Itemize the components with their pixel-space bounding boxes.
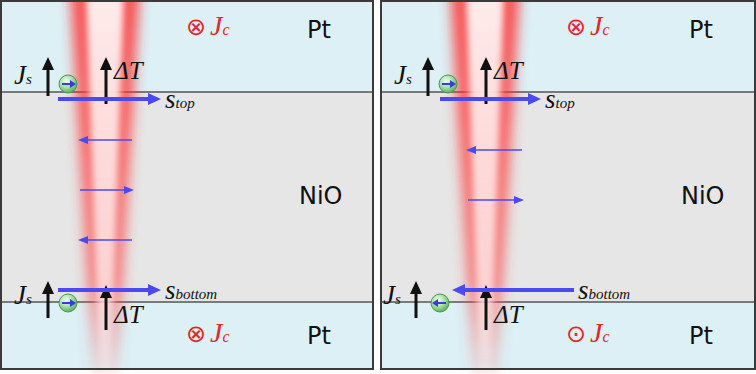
left-stack xyxy=(1,1,373,369)
current-symbol: ⊙ xyxy=(566,322,586,346)
charge-current: Jc xyxy=(590,319,610,347)
temperature-gradient: ΔT xyxy=(114,58,143,83)
spin-label: sbottom xyxy=(165,277,217,304)
electron-spin xyxy=(431,75,457,312)
panel-outline xyxy=(1,1,373,369)
current-symbol: ⊗ xyxy=(186,322,206,346)
spin-label: stop xyxy=(545,86,575,113)
nio-layer: NiO xyxy=(381,92,755,302)
panel-outline xyxy=(381,1,755,369)
layer-name: Pt xyxy=(689,324,713,348)
spin-label: stop xyxy=(165,86,195,113)
charge-current: Jc xyxy=(590,12,610,40)
right-stack xyxy=(381,1,755,369)
current-symbol: ⊗ xyxy=(186,15,206,39)
sublattice-arrows xyxy=(78,136,134,244)
current-symbol: ⊗ xyxy=(566,15,586,39)
spin-label: sbottom xyxy=(578,277,630,304)
layer-name: Pt xyxy=(307,18,331,42)
sublattice-arrows xyxy=(466,146,524,204)
spin-current: Js xyxy=(383,282,401,309)
spin-arrows xyxy=(440,93,574,296)
electron-spin xyxy=(59,75,77,312)
layer-name: NiO xyxy=(681,184,725,208)
charge-current: Jc xyxy=(210,12,230,40)
temperature-gradient: ΔT xyxy=(114,302,143,327)
spin-current: Js xyxy=(394,62,412,89)
charge-current: Jc xyxy=(210,319,230,347)
temperature-gradient: ΔT xyxy=(494,302,523,327)
layer-name: Pt xyxy=(689,18,713,42)
spin-current: Js xyxy=(14,62,32,89)
temperature-gradient: ΔT xyxy=(494,58,523,83)
nio-layer: NiO xyxy=(1,92,373,302)
spin-arrows xyxy=(58,93,161,296)
spin-current: Js xyxy=(14,282,32,309)
layer-name: NiO xyxy=(299,184,343,208)
layer-name: Pt xyxy=(307,324,331,348)
